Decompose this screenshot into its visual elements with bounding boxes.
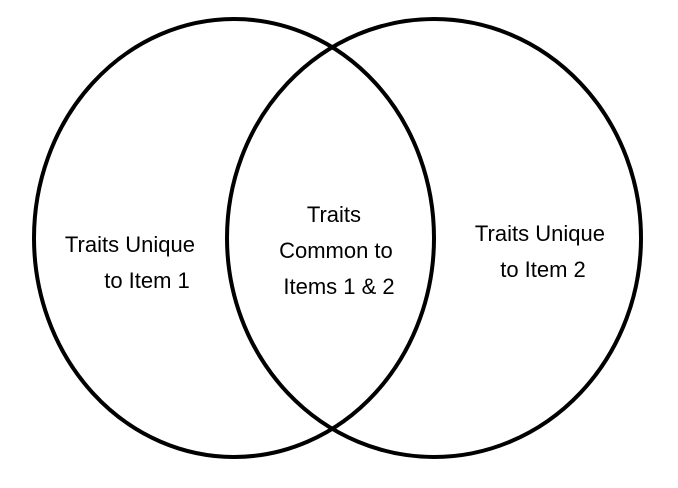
right-set-circle (225, 17, 643, 459)
intersection-label-line-1: Traits (307, 202, 361, 227)
left-set-label-line-2: to Item 1 (104, 268, 190, 293)
right-set-label-line-1: Traits Unique (475, 221, 605, 246)
left-set-circle (32, 17, 436, 459)
intersection-label-line-2: Common to (279, 238, 393, 263)
right-set-label: Traits Unique to Item 2 (475, 221, 611, 282)
intersection-label-line-3: Items 1 & 2 (283, 274, 394, 299)
left-set-label-line-1: Traits Unique (65, 232, 195, 257)
intersection-label: Traits Common to Items 1 & 2 (279, 202, 399, 299)
right-set-label-line-2: to Item 2 (500, 257, 586, 282)
left-set-label: Traits Unique to Item 1 (65, 232, 201, 293)
